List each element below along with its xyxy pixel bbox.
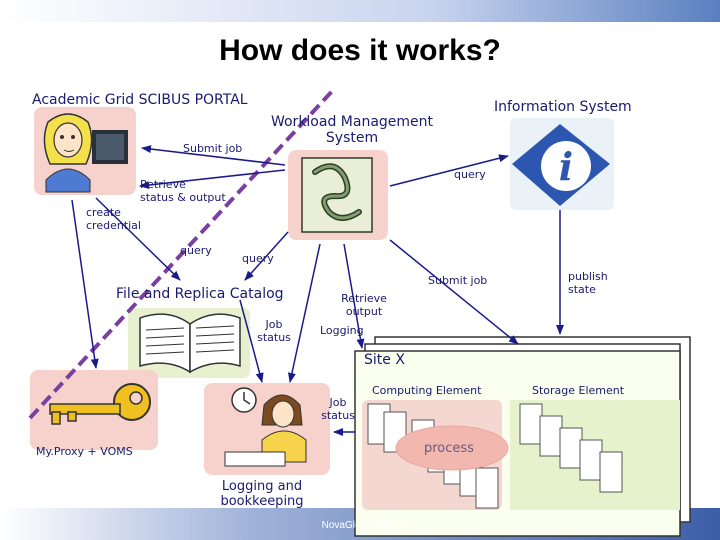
publish-state-line1: publish [568, 270, 608, 283]
portal-user-image [34, 107, 136, 195]
process-label: process [424, 441, 474, 456]
arrow-retrieve-status [139, 169, 286, 189]
create-credential-label: create credential [86, 206, 141, 232]
create-credential-line2: credential [86, 219, 141, 232]
info-system-label: Information System [494, 99, 632, 115]
storage-element-box [510, 400, 680, 510]
submit-job-site-label: Submit job [428, 274, 488, 287]
logging-label-line2: bookkeeping [220, 494, 304, 509]
credential-dashed-line [28, 86, 337, 420]
retrieve-output-label: Retrieve output [334, 292, 394, 318]
arrow-catalog-logging [239, 299, 264, 383]
retrieve-output-line1: Retrieve [341, 292, 387, 305]
wms-label: Workload Management System [262, 114, 442, 146]
site-label: Site X [364, 352, 405, 368]
retrieve-status-line2: status & output [140, 191, 226, 204]
query-label-portal: query [180, 244, 212, 257]
logging-image [204, 383, 330, 475]
submit-job-label: Submit job [183, 142, 243, 155]
process-ellipse [395, 425, 509, 471]
logging-arrow-label: Logging [320, 324, 364, 337]
storage-element-label: Storage Element [532, 384, 625, 397]
arrow-wms-catalog [244, 231, 289, 281]
job-status-1-line1: Job [265, 318, 283, 331]
computing-element-label: Computing Element [372, 384, 482, 397]
publish-state-label: publish state [568, 270, 608, 296]
job-status-2-line1: Job [329, 396, 347, 409]
job-status-label-catalog: Job status [254, 318, 294, 344]
retrieve-status-line1: Retrieve [140, 178, 186, 191]
arrow-logging [288, 243, 321, 383]
create-credential-line1: create [86, 206, 121, 219]
logging-label-line1: Logging and [221, 479, 303, 494]
retrieve-status-label: Retrieve status & output [140, 178, 226, 204]
arrow-submit-job-site [389, 239, 519, 345]
svg-text:i: i [559, 144, 573, 189]
info-system-image: i [510, 118, 614, 210]
query-label-info: query [454, 168, 486, 181]
file-catalog-image [128, 308, 250, 378]
file-catalog-label: File and Replica Catalog [116, 286, 284, 302]
job-status-1-line2: status [257, 331, 291, 344]
arrow-submit-job [141, 145, 286, 166]
logging-bookkeeping-label: Logging and bookkeeping [212, 479, 312, 509]
portal-label: Academic Grid SCIBUS PORTAL [32, 92, 248, 108]
arrow-wms-info [389, 154, 509, 187]
proxy-label: My.Proxy + VOMS [36, 445, 133, 458]
arrow-portal-catalog [95, 197, 181, 281]
retrieve-output-line2: output [345, 305, 383, 318]
header-band [0, 0, 720, 22]
publish-state-line2: state [568, 283, 596, 296]
job-status-label-site: Job status [318, 396, 358, 422]
arrow-create-credential [71, 199, 99, 369]
arrow-retrieve-output [343, 243, 365, 349]
proxy-key-image [30, 370, 158, 450]
slide-title: How does it works? [219, 34, 501, 67]
job-status-2-line2: status [321, 409, 355, 422]
wms-label-line1: Workload Management [270, 114, 434, 130]
footer-company: NovaGlobal Pte Ltd [321, 520, 409, 531]
wms-image [288, 150, 388, 240]
query-label-wms: query [242, 252, 274, 265]
wms-label-line2: System [325, 130, 379, 146]
